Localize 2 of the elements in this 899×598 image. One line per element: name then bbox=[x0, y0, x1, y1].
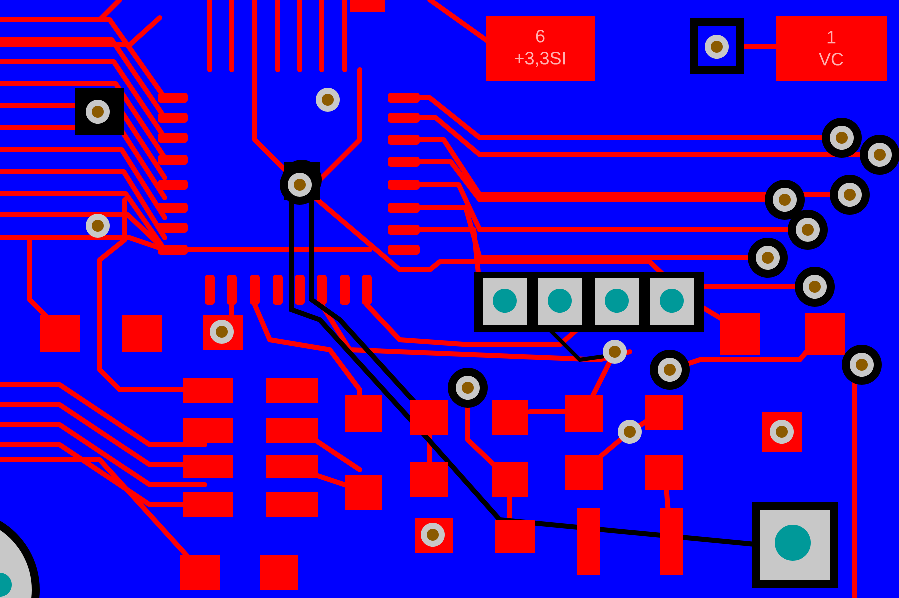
pad: 1 VC bbox=[776, 16, 887, 81]
pad: 6 +3,3SI bbox=[486, 16, 595, 81]
